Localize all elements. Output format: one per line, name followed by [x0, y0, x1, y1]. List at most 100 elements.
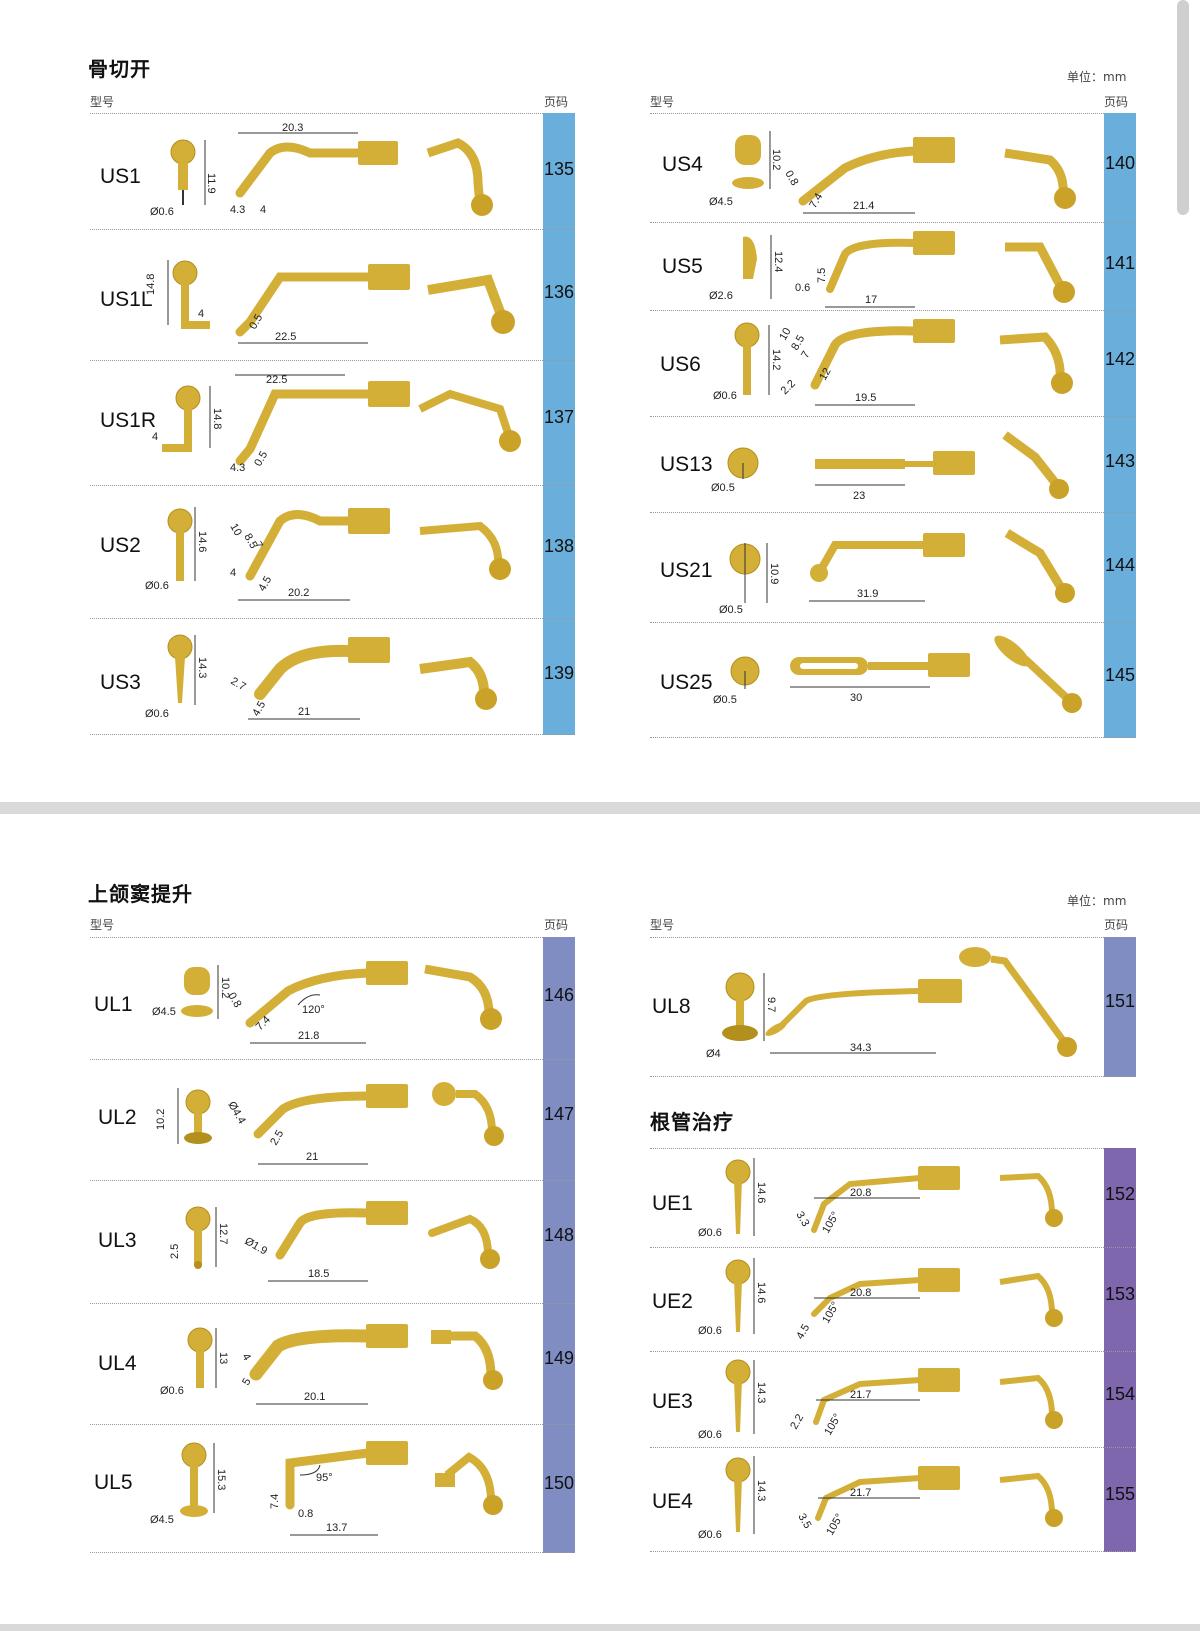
model-name: UE4 [652, 1490, 693, 1513]
instrument-side-view: Ø4.4 2.5 21 [225, 1084, 408, 1165]
svg-text:95°: 95° [316, 1472, 333, 1484]
model-name: US6 [660, 353, 701, 376]
section-title-endodontic: 根管治疗 [650, 1110, 734, 1134]
instrument-front-view: 13 Ø0.6 [160, 1327, 229, 1397]
table-row: US1 11.9 Ø0.6 20.3 4.3 4 135 [90, 113, 575, 230]
svg-text:Ø0.5: Ø0.5 [719, 604, 743, 616]
instrument-side-view: 20.8 4.5 105° [794, 1268, 960, 1342]
svg-text:14.3: 14.3 [196, 657, 208, 678]
instrument-front-view: 11.9 Ø0.6 [150, 139, 217, 218]
model-name: US13 [660, 453, 713, 476]
svg-text:Ø0.6: Ø0.6 [698, 1227, 722, 1239]
instrument-photo [999, 1272, 1063, 1327]
svg-text:0.8: 0.8 [225, 991, 243, 1010]
svg-text:12.4: 12.4 [772, 251, 784, 272]
page-number: 150 [543, 1473, 575, 1493]
svg-text:13.7: 13.7 [326, 1522, 347, 1534]
svg-text:9.7: 9.7 [765, 997, 777, 1012]
instrument-photo [419, 521, 511, 580]
svg-text:3.3: 3.3 [793, 1210, 811, 1229]
svg-text:7.4: 7.4 [269, 1494, 281, 1509]
table-row: UL2 10.2 Ø4.4 2.5 21 147 [90, 1060, 575, 1181]
svg-text:31.9: 31.9 [857, 588, 878, 600]
instrument-photo [999, 1172, 1063, 1227]
svg-text:14.6: 14.6 [755, 1282, 767, 1303]
svg-text:21: 21 [298, 706, 310, 718]
svg-text:10.9: 10.9 [768, 563, 780, 584]
scrollbar-thumb[interactable] [1177, 0, 1189, 215]
table-row: US5 12.4 Ø2.6 0.6 7.5 17 141 [650, 223, 1136, 311]
table-row: UE4 14.3 Ø0.6 21.7 3.5 105° 155 [650, 1448, 1136, 1552]
svg-text:Ø4.5: Ø4.5 [709, 196, 733, 208]
instrument-side-view: 0.6 7.5 17 [795, 231, 955, 308]
model-name: US1R [100, 409, 157, 432]
instrument-side-view: 20.8 3.3 105° [793, 1166, 960, 1236]
svg-text:14.8: 14.8 [211, 408, 223, 429]
model-name: UE1 [652, 1192, 693, 1215]
svg-text:4: 4 [230, 567, 236, 579]
svg-text:20.2: 20.2 [288, 587, 309, 599]
model-name: UL4 [98, 1352, 137, 1375]
instrument-photo [431, 1330, 503, 1390]
instrument-front-view: 14.2 Ø0.6 [713, 322, 782, 402]
model-name: UL2 [98, 1106, 137, 1129]
instrument-side-view: 20.3 4.3 4 [230, 122, 398, 216]
unit-label: 单位：mm [1067, 894, 1127, 908]
svg-text:20.3: 20.3 [282, 122, 303, 134]
page-number: 145 [1104, 665, 1136, 685]
table-row: US21 10.9 Ø0.5 31.9 144 [650, 513, 1136, 623]
svg-text:10: 10 [227, 522, 244, 539]
model-name: UL5 [94, 1471, 133, 1494]
instrument-front-view: 15.3 Ø4.5 [150, 1442, 227, 1526]
svg-text:4: 4 [239, 1352, 252, 1363]
instrument-front-view: 14.3 Ø0.6 [698, 1359, 767, 1441]
svg-text:20.8: 20.8 [850, 1287, 871, 1299]
column-label-model: 型号 [90, 95, 115, 109]
svg-text:8.5: 8.5 [789, 333, 807, 352]
page-number: 152 [1104, 1184, 1136, 1204]
table-row: UL4 13 Ø0.6 4 5 20.1 149 [90, 1304, 575, 1425]
svg-text:14.2: 14.2 [770, 349, 782, 370]
instrument-side-view: 30 [790, 653, 970, 704]
svg-text:3.5: 3.5 [795, 1512, 813, 1531]
page-number: 138 [543, 536, 575, 556]
instrument-side-view: Ø1.9 18.5 [243, 1201, 408, 1282]
svg-text:Ø1.9: Ø1.9 [243, 1235, 270, 1257]
catalog-page-osteotomy: 骨切开 单位：mm 型号 页码 型号 页码 US1 11.9 Ø0.6 20.3… [0, 0, 1200, 802]
page-divider [0, 802, 1200, 814]
svg-text:Ø0.6: Ø0.6 [160, 1385, 184, 1397]
model-table-left: UL1 10.2 Ø4.5 0.8 7.4 120° 21.8 [90, 937, 575, 1553]
table-row: UL3 12.7 2.5 Ø1.9 18.5 148 [90, 1181, 575, 1304]
table-row: US1L 14.8 4 0.5 22.5 136 [90, 230, 575, 361]
svg-text:10.2: 10.2 [219, 977, 231, 998]
table-row: US6 14.2 Ø0.6 10 8.5 7 2.2 12 19.5 [650, 311, 1136, 417]
page-number: 135 [543, 159, 575, 179]
svg-text:0.8: 0.8 [782, 169, 800, 188]
instrument-front-view: 14.3 Ø0.6 [145, 634, 208, 720]
svg-text:Ø0.6: Ø0.6 [698, 1325, 722, 1337]
instrument-photo [432, 1082, 504, 1146]
model-name: UL8 [652, 995, 691, 1018]
svg-text:Ø4.4: Ø4.4 [225, 1100, 247, 1127]
table-row: US2 14.6 Ø0.6 10 8.5 7 4 4.5 20.2 [90, 486, 575, 619]
table-row: US13 Ø0.5 23 143 [650, 417, 1136, 513]
svg-text:4.3: 4.3 [230, 462, 245, 474]
page-column-bar [543, 113, 575, 735]
unit-label: 单位：mm [1067, 70, 1127, 84]
table-row: US4 10.2 Ø4.5 0.8 7.4 21.4 140 [650, 113, 1136, 223]
page-number: 148 [543, 1225, 575, 1245]
instrument-side-view: 0.8 7.4 21.4 [782, 137, 955, 214]
model-name: UE2 [652, 1290, 693, 1313]
column-label-page: 页码 [1104, 918, 1129, 932]
svg-text:Ø0.6: Ø0.6 [145, 708, 169, 720]
page-number: 141 [1104, 253, 1136, 273]
svg-text:4: 4 [260, 204, 266, 216]
page-number: 151 [1104, 991, 1136, 1011]
svg-text:Ø0.6: Ø0.6 [713, 390, 737, 402]
svg-text:Ø2.6: Ø2.6 [709, 290, 733, 302]
instrument-side-view: 21.7 2.2 105° [788, 1368, 960, 1438]
svg-text:2.2: 2.2 [788, 1412, 806, 1431]
svg-text:Ø0.6: Ø0.6 [698, 1529, 722, 1541]
page-number: 140 [1104, 153, 1136, 173]
instrument-side-view: 95° 7.4 0.8 13.7 [269, 1441, 408, 1536]
